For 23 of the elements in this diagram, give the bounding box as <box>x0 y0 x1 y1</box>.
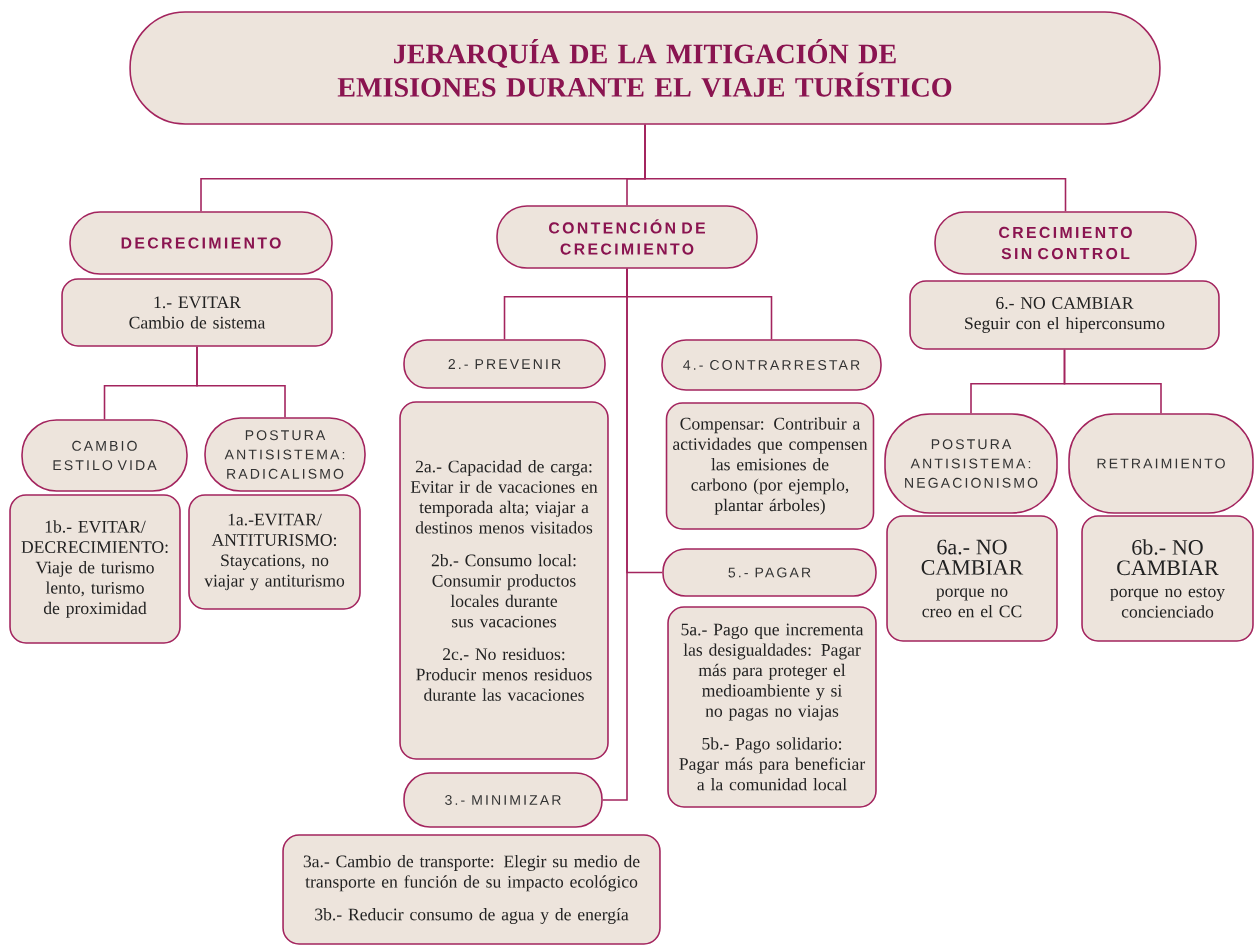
description-box: 6b.- NO CAMBIAR porque no estoy concienciado <box>1081 515 1254 642</box>
description-box: 6a.- NO CAMBIAR porque no creo en el CC <box>886 515 1058 642</box>
subcategory-oval: RETRAIMIENTO <box>1068 413 1254 514</box>
step-pill: 4.- CONTRARRESTAR <box>661 339 882 391</box>
description-box: 1b.- EVITAR/ DECRECIMIENTO: Viaje de turismo lento, turismo de proximidad <box>9 494 181 644</box>
description-box: Compensar: Contribuir a actividades que compensen las emisiones de carbono (por ejemplo, plantar árboles) <box>665 402 875 530</box>
description-box: 5a.- Pago que incrementa las desigualdades: Pagar más para proteger el medioambiente y si no pagas no viajas 5b.- Pago solidario: Pagar más para beneficiar a la comunidad local <box>667 606 877 808</box>
title-banner: JERARQUÍA DE LA MITIGACIÓN DE EMISIONES DURANTE EL VIAJE TURÍSTICO <box>129 11 1161 125</box>
description-box: 1a.-EVITAR/ ANTITURISMO: Staycations, no viajar y antiturismo <box>188 494 361 610</box>
connector-line <box>1063 349 1162 414</box>
step-pill: 2.- PREVENIR <box>403 339 606 389</box>
category-pill: DECRECIMIENTO <box>69 211 333 275</box>
step-pill: 5.- PAGAR <box>662 548 877 597</box>
description-box: 3a.- Cambio de transporte: Elegir su medio de transporte en función de su impacto ecológico 3b.- Reducir consumo de agua y de energía <box>282 834 661 945</box>
step-box: 6.- NO CAMBIAR Seguir con el hiperconsumo <box>909 280 1220 350</box>
step-pill: 3.- MINIMIZAR <box>403 772 603 828</box>
connector-line <box>196 346 286 418</box>
category-pill: CONTENCIÓN DE CRECIMIENTO <box>496 205 758 269</box>
category-pill: CRECIMIENTO SIN CONTROL <box>934 211 1197 275</box>
step-box: 1.- EVITAR Cambio de sistema <box>61 278 333 347</box>
connector-line <box>602 268 628 801</box>
description-box: 2a.- Capacidad de carga: Evitar ir de vacaciones en temporada alta; viajar a destinos menos visitados 2b.- Consumo local: Consumir productos locales durante sus vacaciones 2c.- No residuos: Producir menos residuos durante las vacaciones <box>399 401 609 760</box>
connector-line <box>644 124 1067 212</box>
